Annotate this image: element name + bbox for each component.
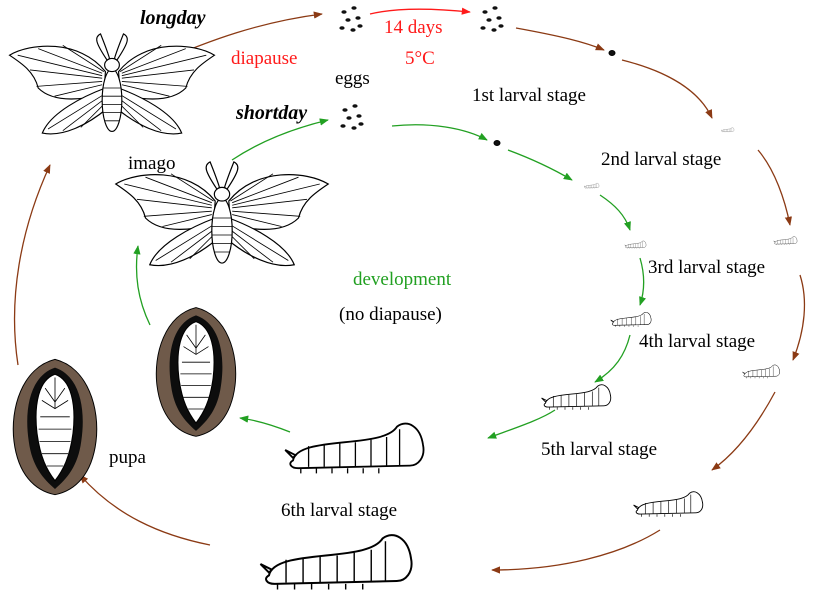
- larva-icon-2nd-long: [721, 128, 734, 133]
- larva-icon-6th-short: [285, 424, 423, 474]
- arrow-pupa-short-to-imago: [137, 246, 151, 325]
- shortday-label: shortday: [235, 102, 307, 124]
- development-label: development: [353, 269, 452, 290]
- arrow-imago-to-eggs-short: [232, 120, 328, 160]
- arrow-5th-to-6th: [492, 530, 660, 570]
- eggs-label: eggs: [335, 68, 370, 89]
- larva-icon-5th-long: [634, 492, 703, 517]
- arrow-6th-to-pupa: [80, 475, 210, 545]
- larva-icon-6th-long: [260, 535, 411, 589]
- larval-stage-4-label: 4th larval stage: [639, 331, 755, 352]
- larva-icon-3rd-short: [625, 241, 646, 249]
- larva-icon-1st-short: [494, 141, 500, 146]
- larva-icon-1st-long: [609, 51, 615, 56]
- cocoon-icon-inner: [156, 308, 235, 437]
- arrow-3rd-to-4th: [793, 275, 804, 360]
- larva-icon-4th-short: [611, 312, 651, 327]
- pupa-label: pupa: [109, 447, 147, 468]
- moth-icon-longday: [10, 34, 215, 134]
- larval-stage-6-label: 6th larval stage: [281, 500, 397, 521]
- longday-label: longday: [140, 7, 206, 29]
- cocoon-icon-outer: [13, 359, 97, 494]
- larval-stage-1-label: 1st larval stage: [472, 85, 586, 106]
- larval-stage-2-label: 2nd larval stage: [601, 149, 721, 170]
- arrow-4th-short-to-5th: [595, 335, 630, 382]
- no-diapause-label: (no diapause): [339, 304, 442, 325]
- arrow-eggs-short-to-1st: [392, 125, 487, 140]
- arrow-pupa-to-imago: [15, 165, 50, 365]
- larva-icon-2nd-short: [584, 183, 599, 188]
- duration-label: 14 days: [384, 17, 443, 38]
- diapause-label: diapause: [231, 48, 297, 69]
- moth-icon-shortday: [116, 162, 329, 266]
- imago-label: imago: [128, 153, 176, 174]
- arrow-4th-to-5th: [712, 392, 775, 470]
- arrow-1st-short-to-2nd: [508, 150, 572, 180]
- arrow-2nd-short-to-3rd: [600, 195, 630, 230]
- arrow-6th-short-to-pupa: [240, 418, 290, 432]
- egg-cluster-icon-shortday: [340, 104, 363, 130]
- arrow-1st-to-2nd: [622, 60, 712, 118]
- egg-cluster-icon-longday: [339, 6, 362, 32]
- arrow-cold-treatment: [370, 9, 470, 14]
- larval-stage-3-label: 3rd larval stage: [648, 257, 765, 278]
- arrow-2nd-to-3rd: [758, 150, 790, 225]
- larva-icon-4th-long: [742, 365, 779, 378]
- larva-icon-3rd-long: [774, 237, 797, 245]
- arrow-5th-short-to-6th: [488, 410, 555, 438]
- arrow-eggs-to-1st: [516, 28, 604, 50]
- egg-cluster-icon-after-cold: [480, 6, 503, 32]
- larval-stage-5-label: 5th larval stage: [541, 439, 657, 460]
- arrow-3rd-short-to-4th: [640, 258, 644, 305]
- larva-icon-5th-short: [542, 385, 611, 410]
- temperature-label: 5°C: [405, 48, 435, 69]
